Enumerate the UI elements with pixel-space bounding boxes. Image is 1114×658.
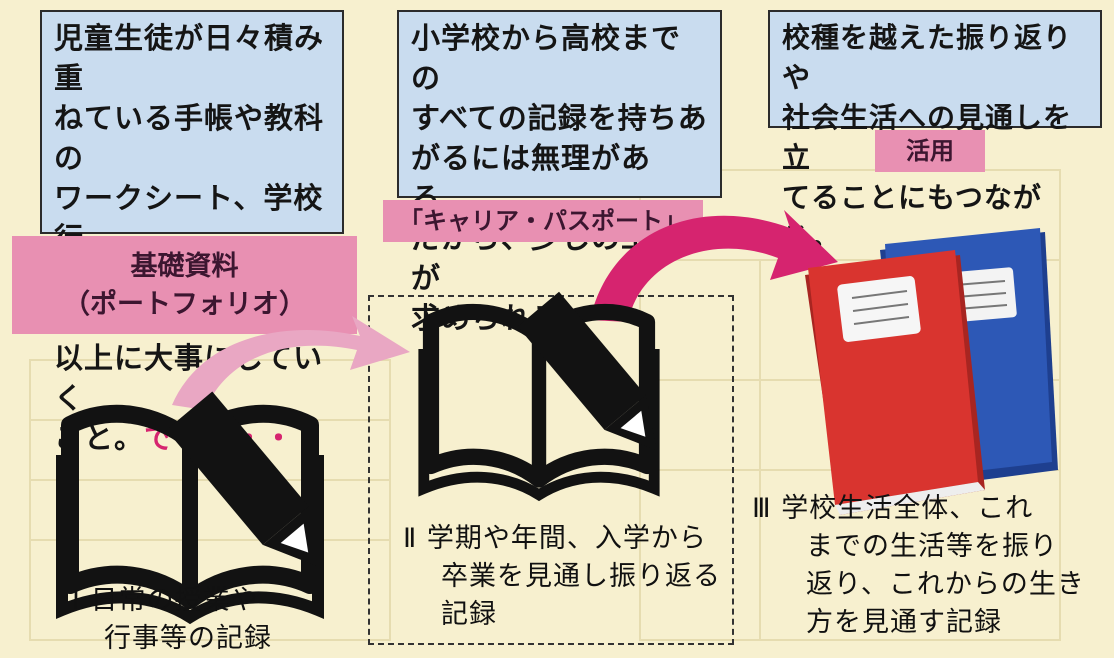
caption-stage-3: Ⅲ 学校生活全体、これ までの生活等を振り 返り、これからの生き 方を見通す記録	[752, 490, 1085, 642]
note-left: 児童生徒が日々積み重 ねている手帳や教科の ワークシート、学校行 事等の記録をこ…	[40, 10, 344, 455]
caption-stage-2-line3: 記録	[441, 599, 497, 630]
caption-stage-3-line4: 方を見通す記録	[806, 607, 1002, 638]
caption-stage-1-line2: 行事等の記録	[104, 623, 272, 654]
label-career-passport: 「キャリア・パスポート」	[383, 200, 703, 242]
label-kiso-line1: 基礎資料	[130, 251, 239, 282]
open-book-pencil-icon	[56, 391, 324, 625]
notebook-stack-icon	[805, 228, 1058, 515]
caption-stage-1-line1: Ⅰ 日常の授業や	[72, 585, 259, 616]
caption-stage-3-line1: Ⅲ 学校生活全体、これ	[752, 493, 1034, 524]
label-career-passport-text: 「キャリア・パスポート」	[399, 207, 687, 235]
caption-stage-3-line3: 返り、これからの生き	[806, 569, 1085, 600]
note-right-text: 校種を越えた振り返りや 社会生活への見通しを立 てることにもつながる。	[782, 21, 1073, 254]
stage-2-dashed-frame	[368, 295, 734, 645]
open-book-pencil-icon	[418, 291, 660, 502]
caption-stage-1: Ⅰ 日常の授業や 行事等の記録	[72, 582, 272, 658]
arrow-stage2-to-stage3	[590, 210, 838, 322]
caption-stage-2-line1: Ⅱ 学期や年間、入学から	[403, 523, 707, 554]
caption-stage-3-line2: までの生活等を振り	[806, 531, 1058, 562]
label-katsuyo: 活用	[875, 130, 985, 172]
label-katsuyo-text: 活用	[906, 137, 954, 165]
caption-stage-2-line2: 卒業を見通し振り返る	[441, 561, 721, 592]
label-kiso-line2: （ポートフォリオ）	[63, 289, 306, 320]
caption-stage-2: Ⅱ 学期や年間、入学から 卒業を見通し振り返る 記録	[403, 520, 721, 634]
label-kiso-shiryo: 基礎資料 （ポートフォリオ）	[12, 236, 357, 334]
arrow-stage1-to-stage2	[172, 316, 410, 410]
note-right: 校種を越えた振り返りや 社会生活への見通しを立 てることにもつながる。	[768, 10, 1102, 254]
